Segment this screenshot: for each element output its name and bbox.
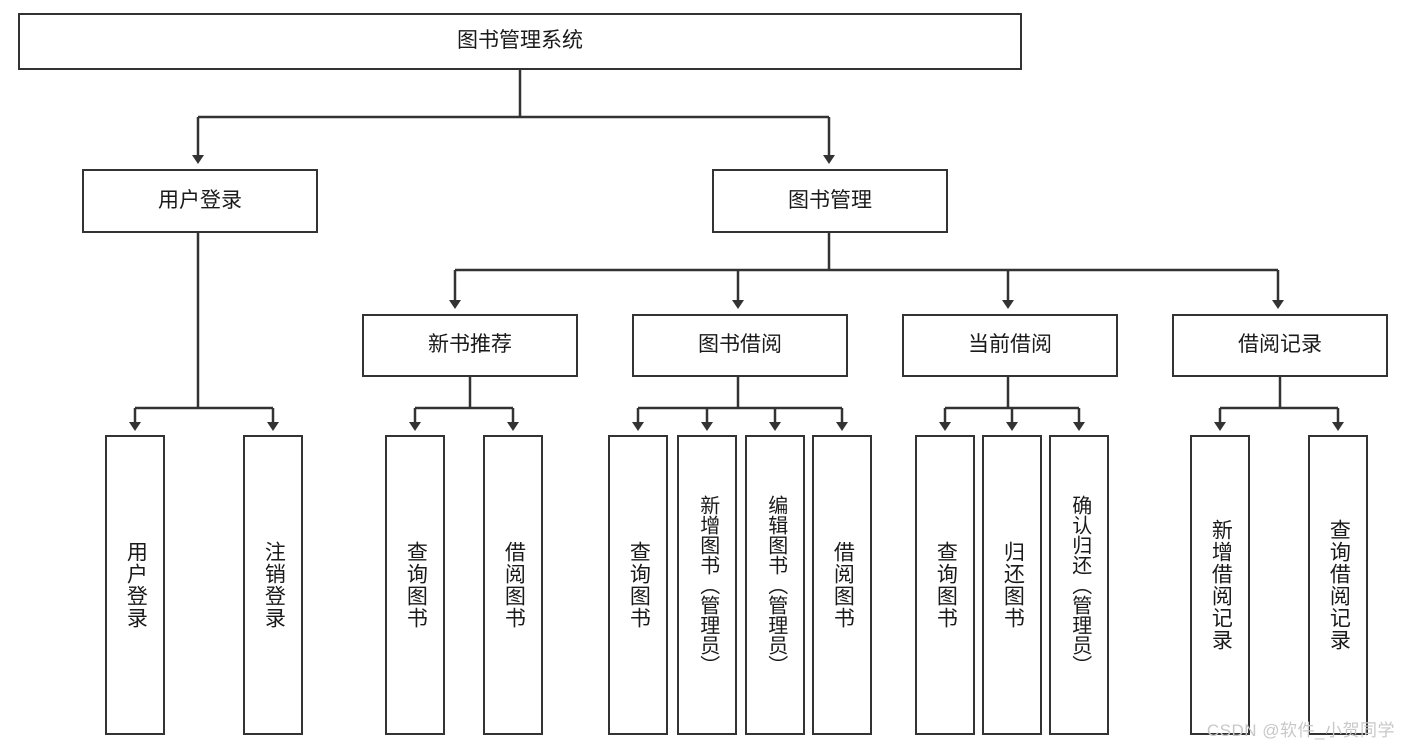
node-label: 图书借阅 [698,333,782,357]
leaf-user-login-login[interactable]: 用户登录 [105,435,165,735]
node-label: 归还图书 [1001,541,1025,629]
node-root-system[interactable]: 图书管理系统 [18,13,1022,70]
node-label: 注销登录 [262,541,286,629]
node-new-book-recommend[interactable]: 新书推荐 [362,314,578,377]
node-label: 查询图书 [404,541,428,629]
node-label: 用户登录 [124,541,148,629]
node-label: 新书推荐 [428,333,512,357]
node-label: 借阅记录 [1238,333,1322,357]
node-label: 查询图书 [627,541,651,629]
leaf-current-query-book[interactable]: 查询图书 [915,435,975,735]
leaf-borrow-borrow-book[interactable]: 借阅图书 [812,435,872,735]
node-label: 编辑图书（管理员） [764,495,787,675]
node-label: 新增图书（管理员） [696,495,719,675]
node-label: 查询借阅记录 [1327,519,1351,651]
leaf-current-return-book[interactable]: 归还图书 [982,435,1042,735]
node-label: 借阅图书 [831,541,855,629]
node-label: 新增借阅记录 [1209,519,1233,651]
leaf-borrow-query-book[interactable]: 查询图书 [608,435,668,735]
leaf-new-book-query[interactable]: 查询图书 [385,435,445,735]
node-borrow-record[interactable]: 借阅记录 [1172,314,1388,377]
leaf-borrow-add-book-admin[interactable]: 新增图书（管理员） [677,435,737,735]
node-user-login[interactable]: 用户登录 [82,169,318,233]
node-label: 图书管理 [788,188,872,212]
node-book-borrow[interactable]: 图书借阅 [632,314,848,377]
watermark: CSDN @软件_小贺同学 [1206,721,1395,740]
leaf-new-book-borrow[interactable]: 借阅图书 [483,435,543,735]
node-label: 确认归还（管理员） [1068,495,1091,675]
leaf-record-add-record[interactable]: 新增借阅记录 [1190,435,1250,735]
leaf-record-query-record[interactable]: 查询借阅记录 [1308,435,1368,735]
node-label: 用户登录 [158,188,242,212]
node-current-borrow[interactable]: 当前借阅 [902,314,1118,377]
node-book-management[interactable]: 图书管理 [712,169,948,233]
node-label: 借阅图书 [502,541,526,629]
leaf-user-login-logout[interactable]: 注销登录 [243,435,303,735]
node-label: 当前借阅 [968,333,1052,357]
node-label: 图书管理系统 [457,29,583,53]
node-label: 查询图书 [934,541,958,629]
leaf-current-confirm-return-admin[interactable]: 确认归还（管理员） [1049,435,1109,735]
leaf-borrow-edit-book-admin[interactable]: 编辑图书（管理员） [745,435,805,735]
